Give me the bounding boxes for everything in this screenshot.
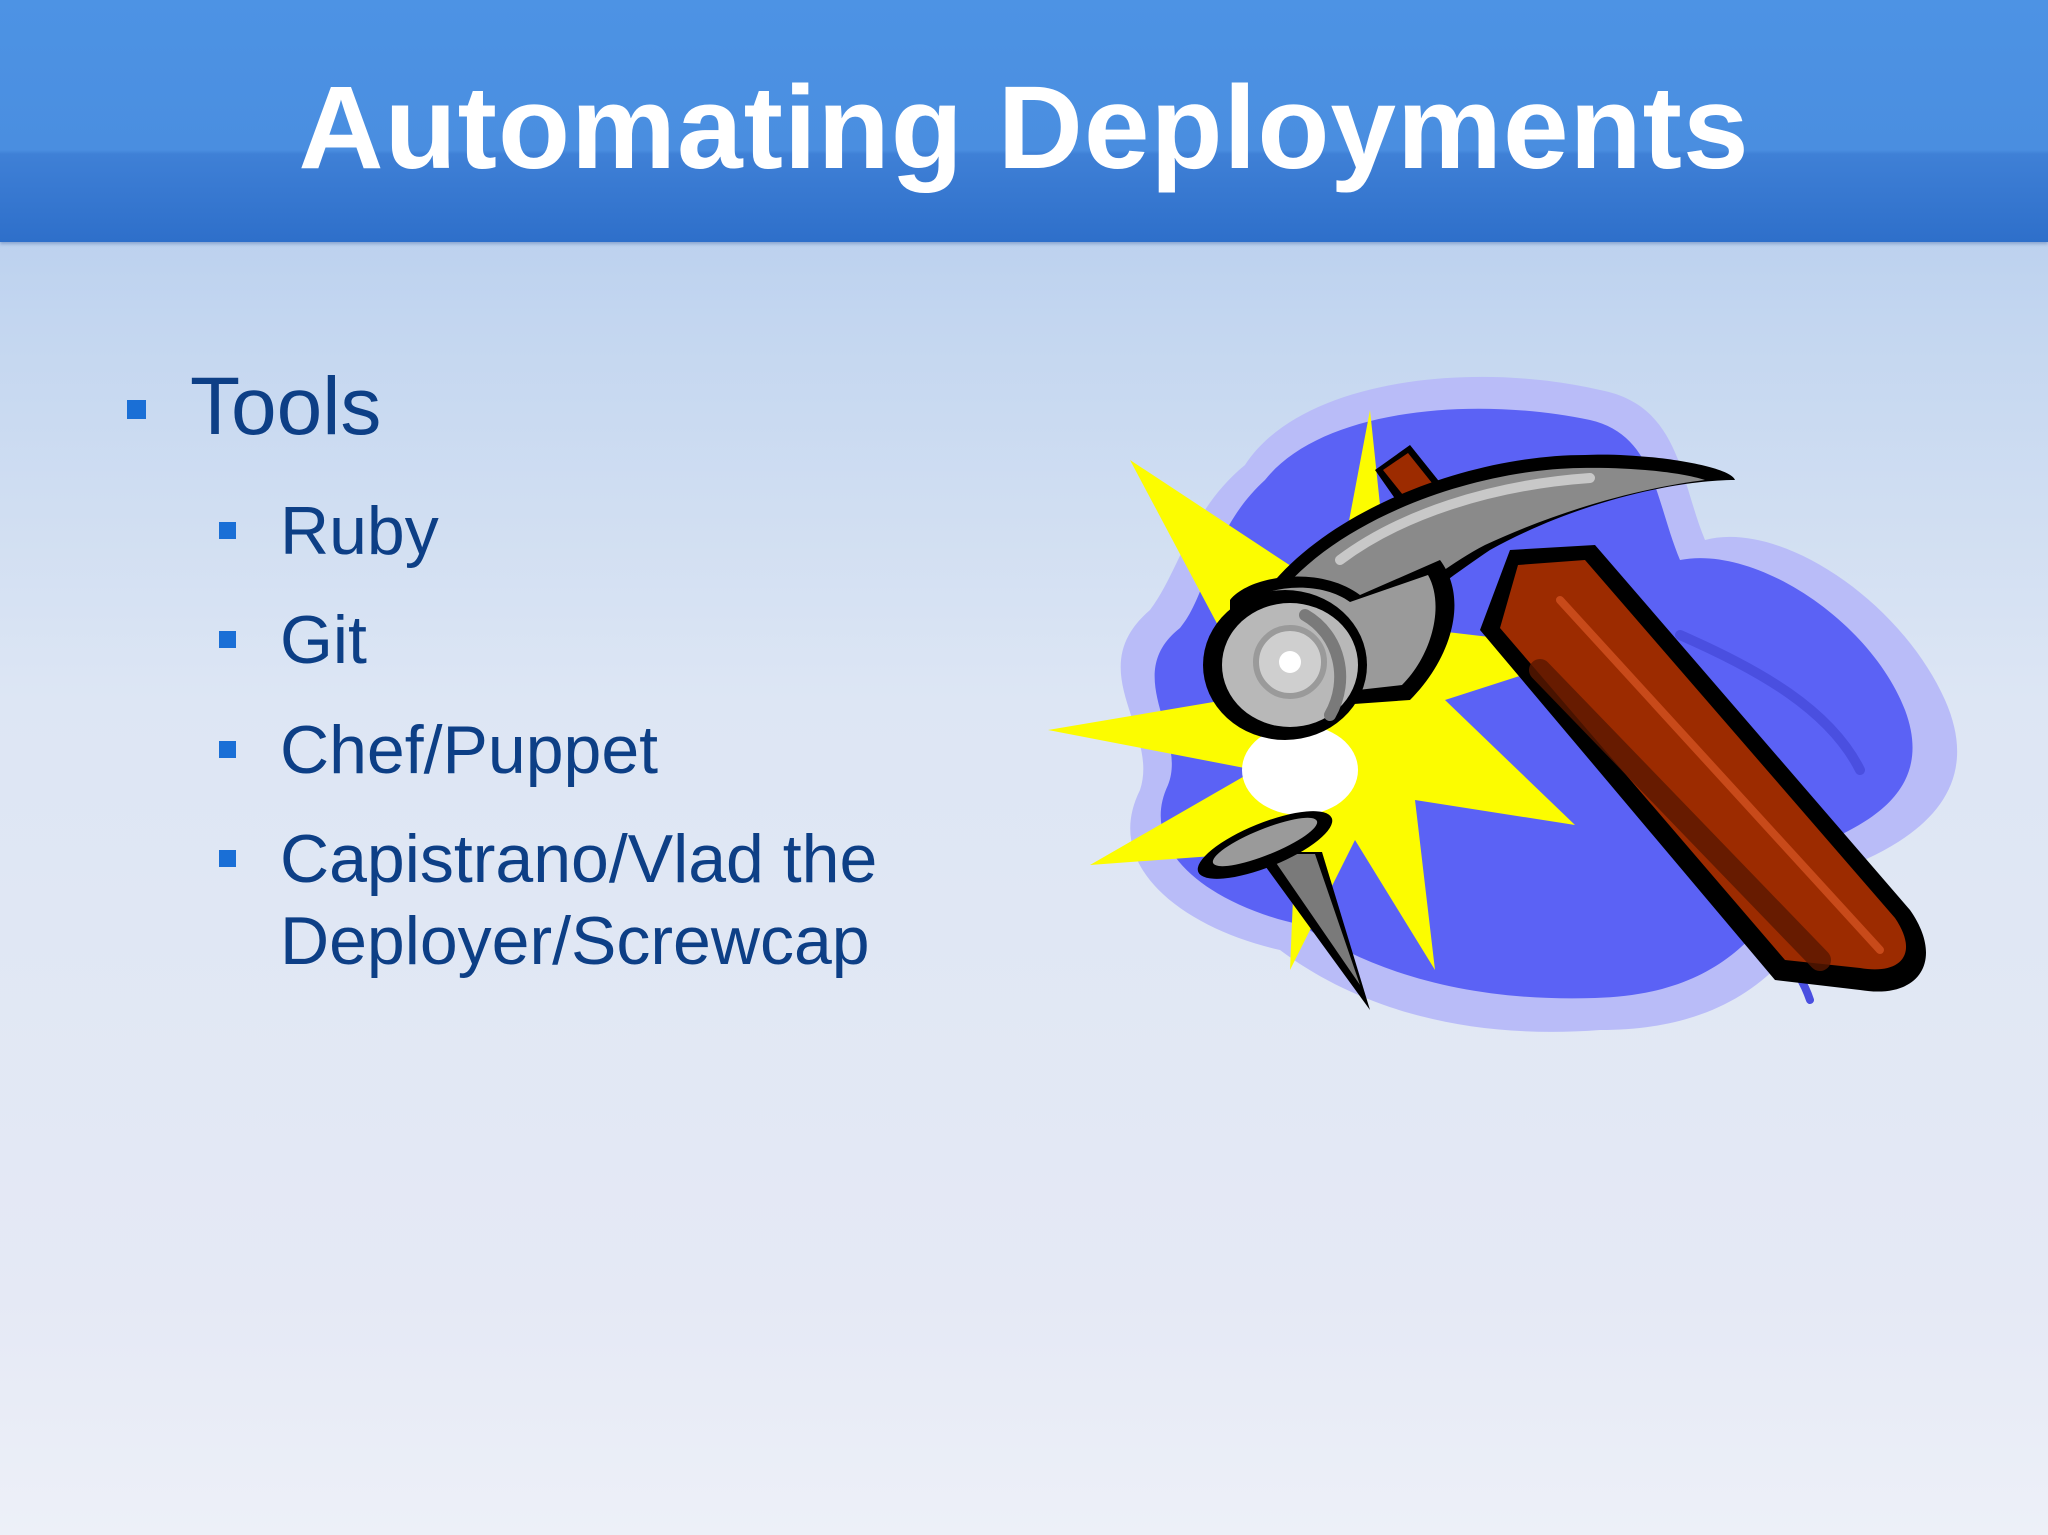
bullet-tools: Tools xyxy=(127,361,382,452)
sub-bullet-ruby: Ruby xyxy=(219,490,1020,572)
sub-bullet-git: Git xyxy=(219,599,1020,681)
slide-title: Automating Deployments xyxy=(298,62,1750,194)
splash-streak xyxy=(1675,630,1865,775)
bullet-text: Ruby xyxy=(280,493,439,569)
square-bullet-icon xyxy=(219,631,236,648)
impact-glint xyxy=(1242,725,1358,815)
bullet-text: Git xyxy=(280,602,367,678)
square-bullet-icon xyxy=(219,850,236,867)
sub-bullet-chef-puppet: Chef/Puppet xyxy=(219,709,1020,791)
bullet-list: Tools Ruby Git Chef/Puppet Capistrano/Vl… xyxy=(0,0,1050,1100)
sub-bullet-capistrano: Capistrano/Vlad the Deployer/Screwcap xyxy=(219,818,1020,982)
bullet-text: Tools xyxy=(190,361,382,452)
nail-icon xyxy=(1197,811,1370,1010)
square-bullet-icon xyxy=(127,400,146,419)
title-bar: Automating Deployments xyxy=(0,0,2048,242)
square-bullet-icon xyxy=(219,741,236,758)
square-bullet-icon xyxy=(219,522,236,539)
hammer-icon xyxy=(1203,445,1926,992)
bullet-text: Chef/Puppet xyxy=(280,712,659,788)
bullet-text: Capistrano/Vlad the Deployer/Screwcap xyxy=(280,821,878,979)
hammer-nail-illustration xyxy=(1048,376,1958,1032)
